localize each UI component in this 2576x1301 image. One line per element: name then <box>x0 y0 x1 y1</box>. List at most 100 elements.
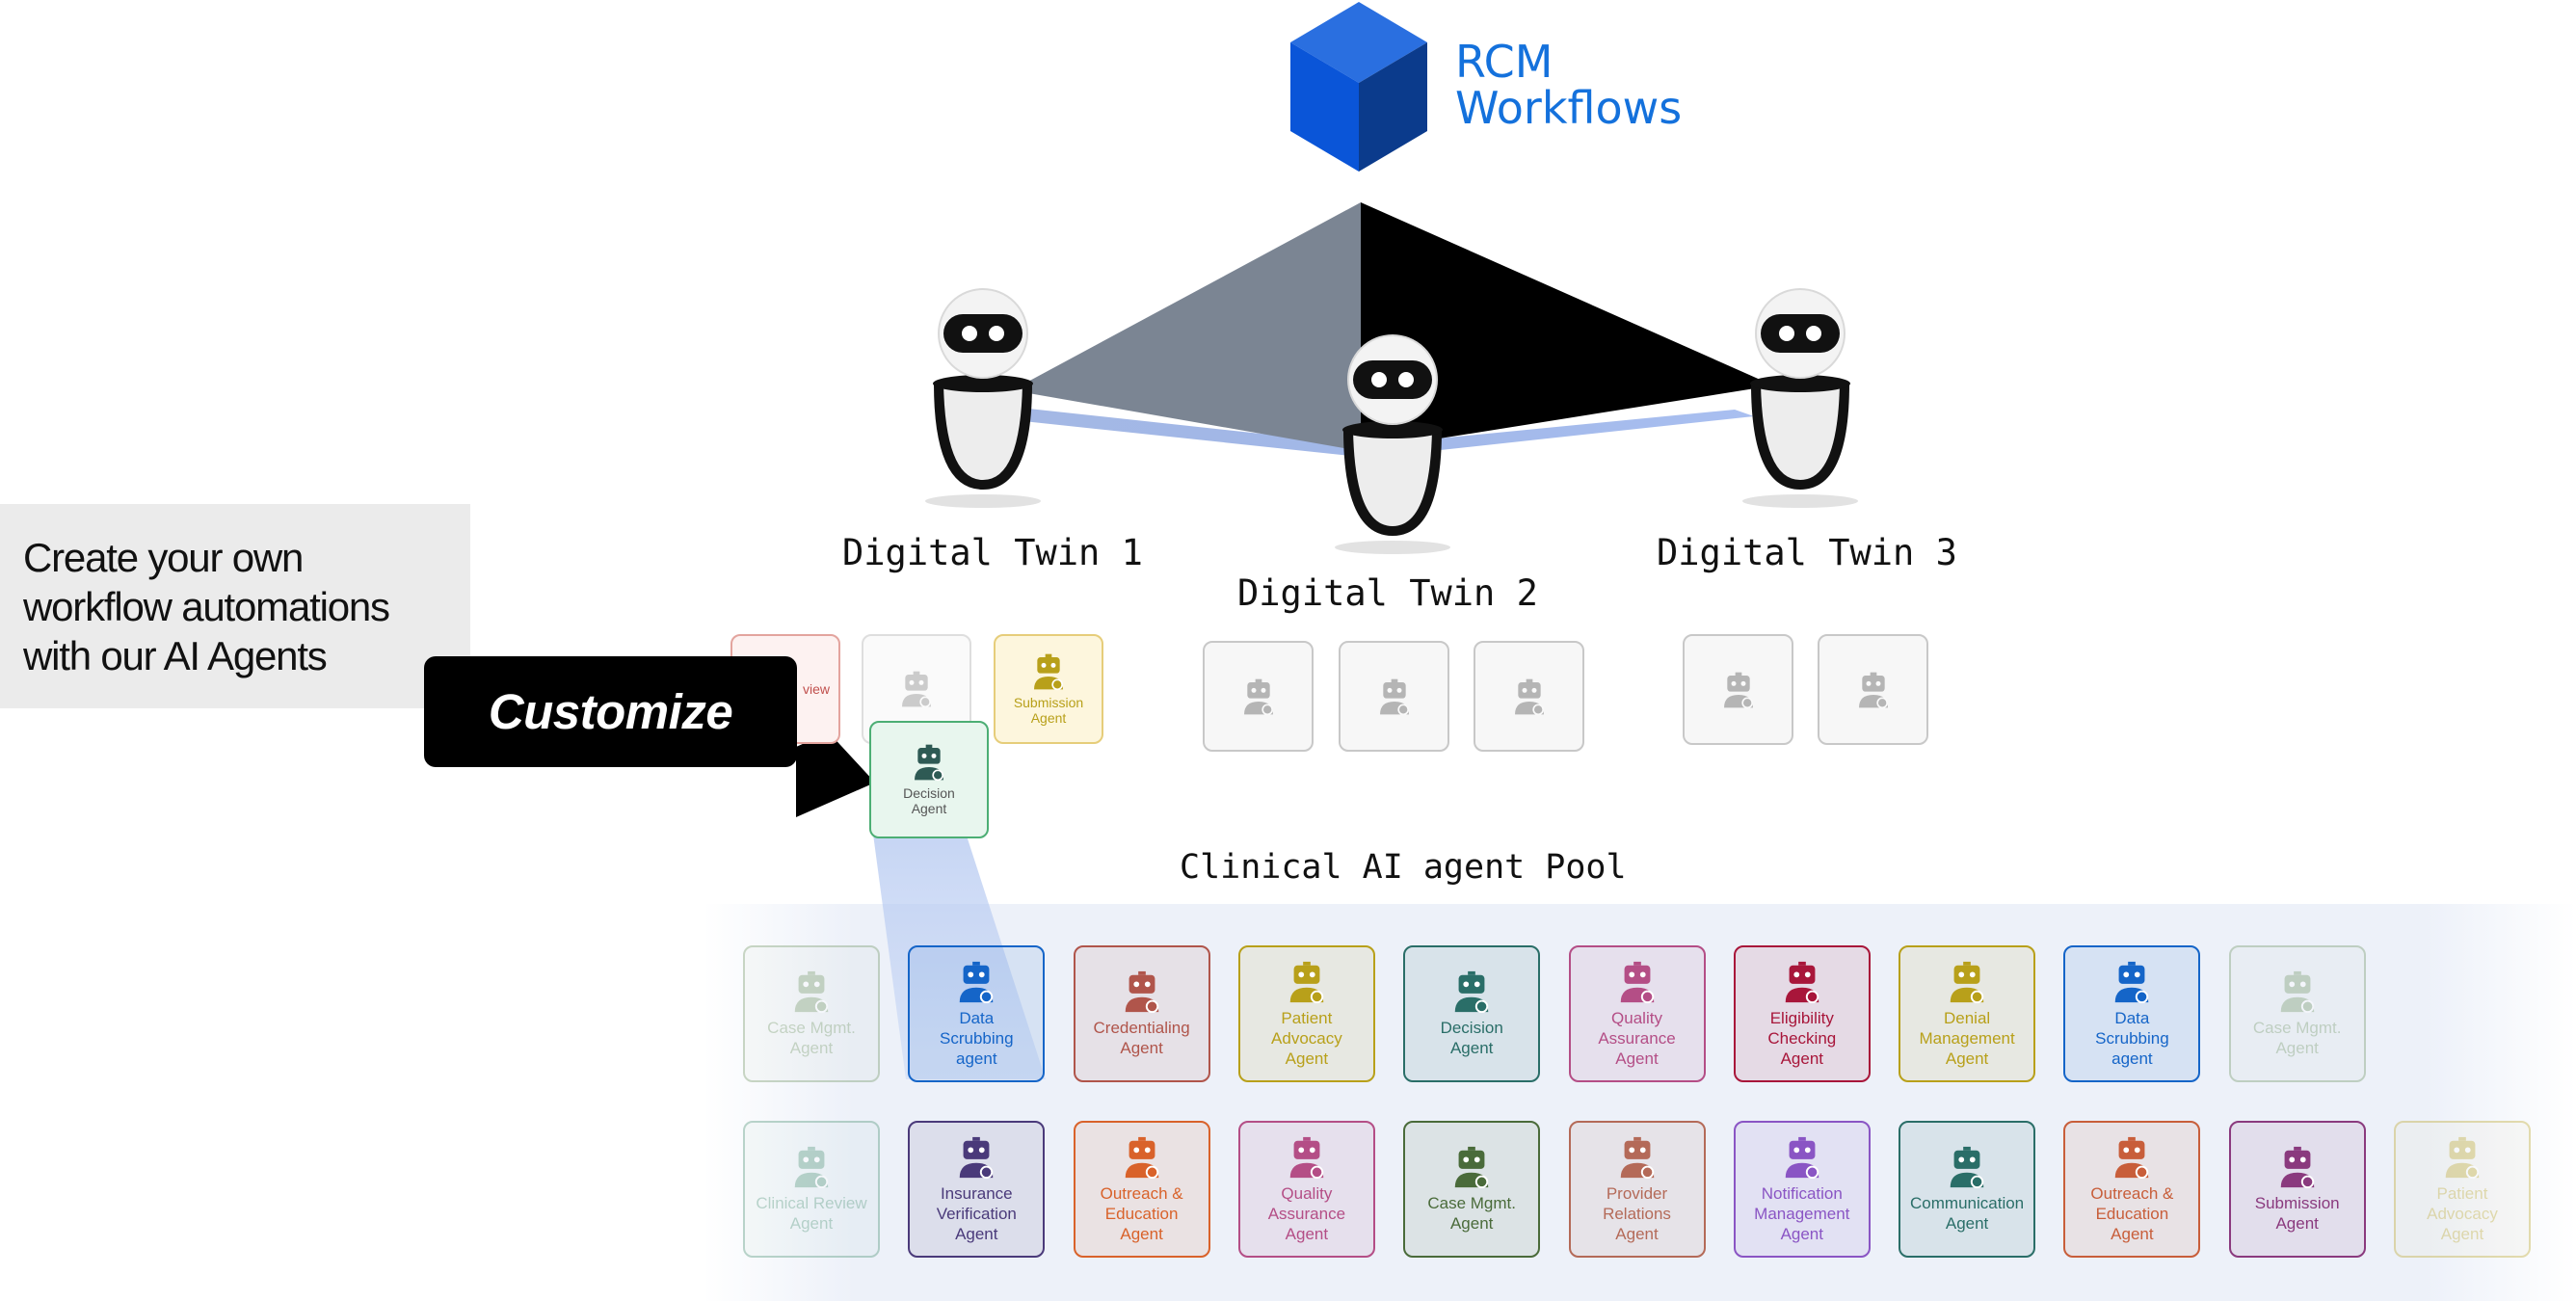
robot-icon <box>1742 288 1858 508</box>
agent-card-label: Agent <box>1030 710 1067 726</box>
agent-card-label: Case Mgmt. <box>767 1019 856 1037</box>
agent-card-label: Management <box>1754 1204 1850 1223</box>
pool-title: Clinical AI agent Pool <box>1180 848 1627 887</box>
agent-card-label: Checking <box>1767 1028 1837 1048</box>
agent-icon <box>2280 1146 2314 1189</box>
agent-icon <box>2115 961 2149 1003</box>
empty-agent-slot[interactable] <box>1818 634 1928 745</box>
agent-icon <box>1785 1136 1819 1179</box>
agent-card-label: Decision <box>1440 1019 1503 1037</box>
agent-card-label: Provider <box>1606 1183 1668 1203</box>
twin-label-3: Digital Twin 3 <box>1657 532 1957 573</box>
agent-icon <box>1723 672 1753 708</box>
customize-pointer <box>796 732 875 817</box>
agent-card-label: Agent <box>1285 1224 1329 1243</box>
brand-line-1: RCM <box>1455 36 1554 88</box>
agent-card-decision-selected[interactable]: Decision Agent <box>869 721 989 838</box>
agent-icon <box>1950 1146 1984 1189</box>
agent-card-label: Agent <box>1120 1224 1163 1243</box>
agent-card-label: view <box>802 681 830 697</box>
brand-line-2: Workflows <box>1455 82 1683 134</box>
agent-card-label: Education <box>1104 1204 1179 1223</box>
agent-icon <box>2280 970 2314 1014</box>
empty-agent-slot[interactable] <box>1683 634 1793 745</box>
agent-icon <box>1950 961 1984 1003</box>
pyramid-right-face <box>1361 202 1773 451</box>
agent-card-label: Agent <box>789 1039 834 1057</box>
agent-card-label: Agent <box>789 1214 834 1233</box>
agent-card-label: Agent <box>1615 1049 1659 1068</box>
agent-icon <box>794 1146 829 1189</box>
agent-card-label: Agent <box>1945 1214 1989 1233</box>
agent-card-submission[interactable]: Submission Agent <box>994 634 1103 744</box>
agent-card-label: Agent <box>1615 1224 1659 1243</box>
agent-icon <box>1514 678 1544 715</box>
agent-icon <box>1289 1136 1324 1179</box>
agent-card-label: Agent <box>1780 1049 1824 1068</box>
agent-icon <box>1379 678 1409 715</box>
robot-icon <box>1335 334 1450 554</box>
agent-card-label: Verification <box>936 1204 1017 1223</box>
robot-icon <box>925 288 1041 508</box>
agent-card-label: Scrubbing <box>940 1028 1014 1048</box>
agent-card-label: agent <box>2111 1049 2153 1068</box>
customize-button[interactable]: Customize <box>424 656 797 767</box>
agent-card-label: Data <box>2114 1008 2150 1027</box>
agent-card-label: Case Mgmt. <box>2252 1019 2342 1037</box>
agent-card-label: Scrubbing <box>2095 1028 2169 1048</box>
agent-card-label: Relations <box>1603 1204 1671 1223</box>
agent-icon <box>915 744 943 782</box>
agent-card-label: Quality <box>1281 1183 1333 1203</box>
agent-card-label: Agent <box>911 801 947 816</box>
agent-icon <box>1858 672 1888 708</box>
agent-card-label: Agent <box>2275 1039 2319 1057</box>
agent-card-label: agent <box>956 1049 997 1068</box>
agent-card-label: Education <box>2095 1204 2169 1223</box>
agent-icon <box>2115 1136 2149 1179</box>
agent-card-label: Assurance <box>1598 1028 1676 1048</box>
agent-card[interactable]: Case Mgmt. Agent <box>2228 945 2366 1082</box>
agent-card-label: Submission <box>2254 1194 2340 1212</box>
empty-agent-slot[interactable] <box>1203 641 1314 752</box>
empty-agent-slot[interactable] <box>1474 641 1584 752</box>
agent-card-label: Agent <box>2275 1214 2319 1233</box>
agent-icon <box>1125 1136 1158 1179</box>
agent-card-label: Agent <box>1449 1214 1494 1233</box>
agent-icon <box>1454 970 1489 1014</box>
brand-title: RCM Workflows <box>1455 39 1682 131</box>
agent-card-label: Agent <box>1120 1039 1163 1057</box>
agent-card-label: Data <box>959 1008 995 1027</box>
agent-card[interactable]: Case Mgmt.Agent <box>1403 1121 1541 1258</box>
twin-label-1: Digital Twin 1 <box>842 532 1143 573</box>
agent-card-label: Eligibility <box>1769 1008 1834 1027</box>
agent-card[interactable]: Case Mgmt. Agent <box>743 945 880 1082</box>
cube-logo <box>1290 2 1427 172</box>
agent-card-label: Outreach & <box>1100 1183 1183 1203</box>
agent-card-label: Notification <box>1761 1183 1843 1203</box>
agent-card-label: Submission <box>1013 695 1084 710</box>
empty-agent-slot[interactable] <box>1339 641 1449 752</box>
agent-card-label: Denial <box>1943 1008 1991 1027</box>
agent-card-label: Agent <box>1780 1224 1823 1243</box>
agent-card-label: Agent <box>2111 1224 2154 1243</box>
agent-icon <box>960 961 994 1003</box>
